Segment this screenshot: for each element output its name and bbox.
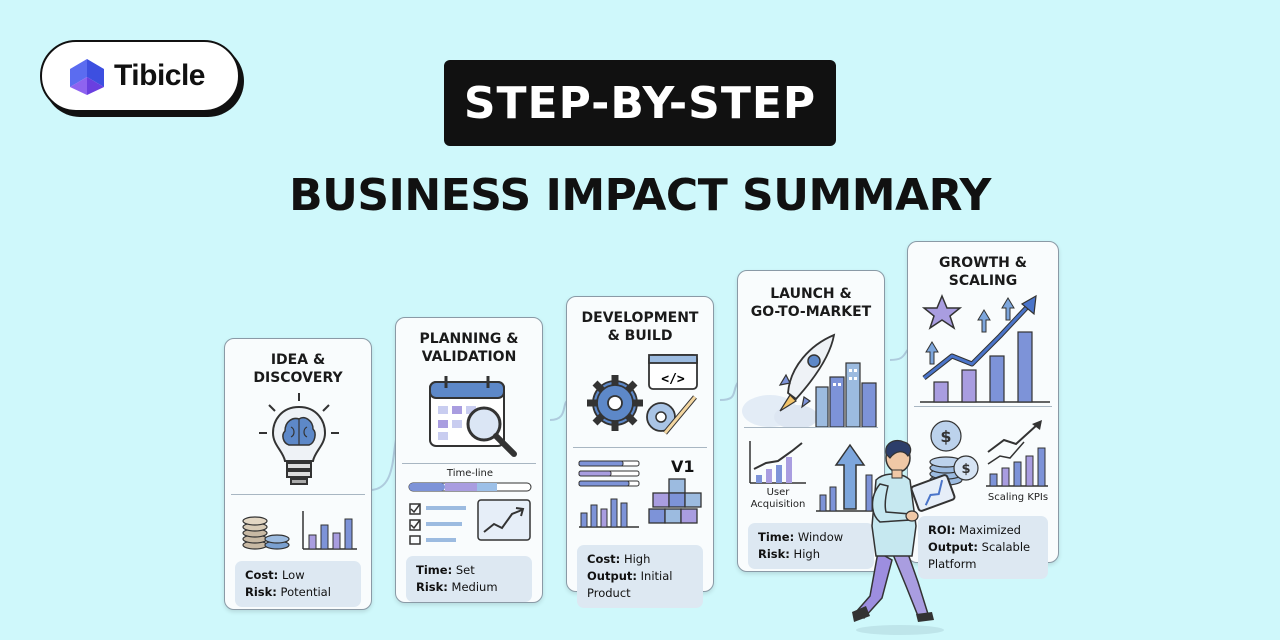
card-divider <box>402 463 536 464</box>
info-line1-label: Cost: <box>245 568 279 582</box>
step-card-development: DEVELOPMENT & BUILD </> V1 <box>566 296 714 608</box>
info-line2-label: Output: <box>587 569 637 583</box>
progress-bars-icon <box>578 460 640 528</box>
step-info: Time: Set Risk: Medium <box>406 556 532 602</box>
card-divider <box>573 447 707 448</box>
info-line1-value: Window <box>797 530 844 544</box>
info-line2-value: Potential <box>280 585 331 599</box>
step-card-growth: GROWTH & SCALING $ $ Sc <box>907 241 1059 579</box>
tibicle-logo-icon <box>70 59 104 95</box>
info-line2-label: Output: <box>928 540 978 554</box>
calendar-search-icon <box>429 376 517 457</box>
card-divider <box>744 427 878 428</box>
info-line1-value: Set <box>455 563 475 577</box>
info-line2-value: High <box>793 547 820 561</box>
page-subtitle: BUSINESS IMPACT SUMMARY <box>289 170 991 221</box>
info-line2-label: Risk: <box>416 580 448 594</box>
acquisition-chart-icon <box>749 441 806 484</box>
kpi-chart-icon <box>986 420 1048 487</box>
info-line1-value: Low <box>281 568 305 582</box>
svg-text:$: $ <box>961 462 970 477</box>
info-line1-label: Time: <box>416 563 453 577</box>
card-divider <box>914 406 1052 407</box>
version-label: V1 <box>671 457 695 476</box>
step-info: Cost: Low Risk: Potential <box>235 561 361 607</box>
step-title: IDEA & DISCOVERY <box>253 352 343 386</box>
kpi-label: Scaling KPIs <box>987 492 1049 503</box>
dollar-coins-icon: $ $ <box>929 420 979 486</box>
step-title: LAUNCH & GO-TO-MARKET <box>750 286 872 320</box>
lightbulb-brain-icon <box>259 393 339 485</box>
person-with-tablet-illustration <box>852 439 956 635</box>
svg-text:$: $ <box>940 427 951 446</box>
step-title: PLANNING & VALIDATION <box>419 331 519 365</box>
bar-chart-icon <box>302 511 357 550</box>
timeline-bar <box>408 482 532 492</box>
info-line2-value: Medium <box>451 580 498 594</box>
checklist-icon <box>409 503 466 545</box>
gears-code-icon: </> <box>587 354 698 435</box>
info-line2-label: Risk: <box>245 585 277 599</box>
card-divider <box>231 494 365 495</box>
info-line1-label: Time: <box>758 530 795 544</box>
acquisition-label: User Acquisition <box>750 487 806 510</box>
page-title-text: STEP-BY-STEP <box>463 77 817 129</box>
star-growth-chart-icon <box>920 294 1050 403</box>
page-title: STEP-BY-STEP <box>444 60 836 146</box>
info-line1-label: ROI: <box>928 523 956 537</box>
rocket-city-icon <box>742 333 877 427</box>
cubes-icon <box>648 478 702 524</box>
step-card-planning: PLANNING & VALIDATION Time-line Time: Se… <box>395 317 543 603</box>
coins-icon <box>242 516 290 550</box>
step-info: ROI: Maximized Output: Scalable Platform <box>918 516 1048 579</box>
step-card-idea: IDEA & DISCOVERY Cost: Low Risk: Potenti… <box>224 338 372 610</box>
info-line1-value: Maximized <box>959 523 1021 537</box>
growth-arrow-icon <box>816 443 876 512</box>
info-line1-value: High <box>623 552 651 566</box>
info-line2-label: Risk: <box>758 547 790 561</box>
connector-wave <box>370 339 921 491</box>
timeline-label: Time-line <box>446 468 494 479</box>
svg-text:</>: </> <box>661 372 685 387</box>
trend-chart-icon <box>477 499 531 541</box>
info-line2-value: Scalable Platform <box>928 540 1031 571</box>
info-line1-label: Cost: <box>587 552 621 566</box>
step-info: Cost: High Output: Initial Product <box>577 545 703 608</box>
step-card-launch: LAUNCH & GO-TO-MARKET User Acquisition T… <box>737 270 885 572</box>
info-line2-value: Initial Product <box>587 569 673 600</box>
brand-logo[interactable]: Tibicle <box>40 40 240 112</box>
step-title: DEVELOPMENT & BUILD <box>581 310 699 344</box>
brand-name: Tibicle <box>114 59 205 92</box>
step-title: GROWTH & SCALING <box>939 255 1027 289</box>
step-info: Time: Window Risk: High <box>748 523 874 569</box>
